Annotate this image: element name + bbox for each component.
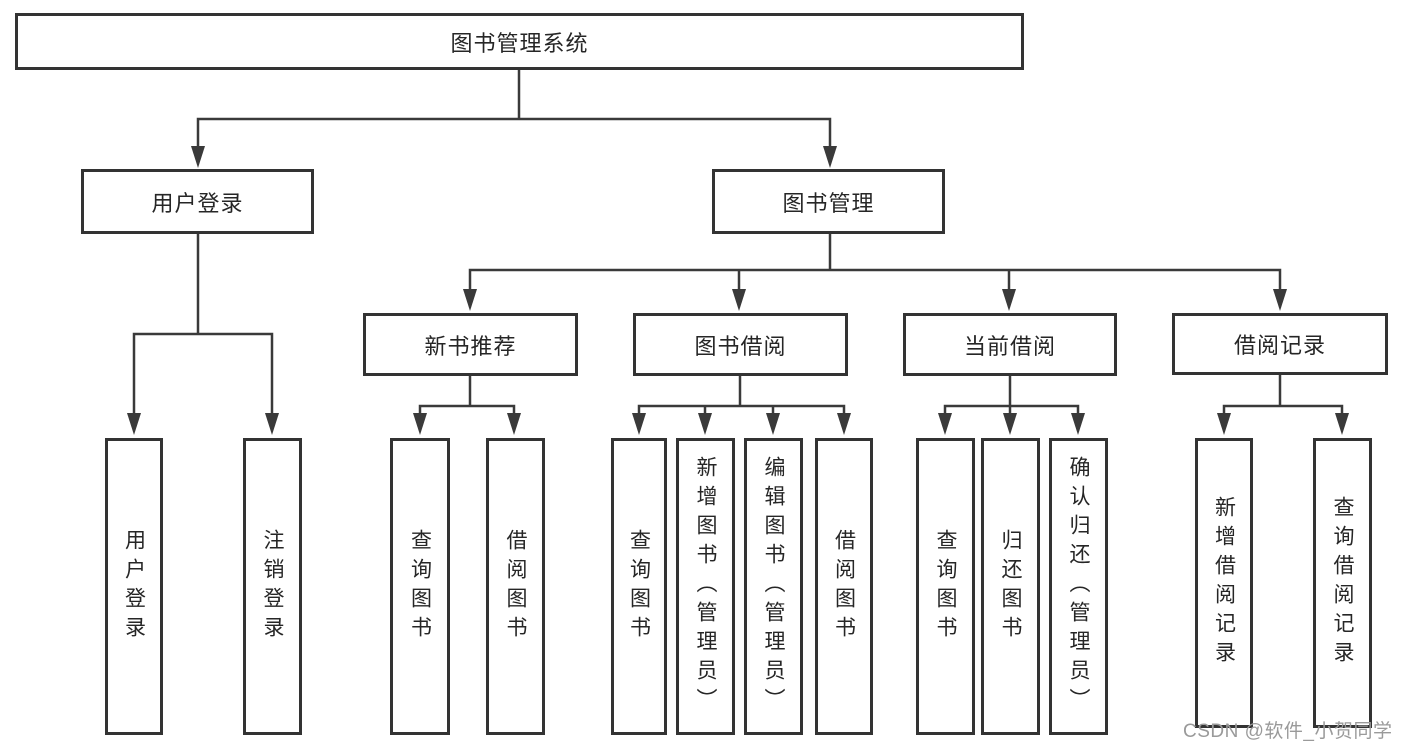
node-leaf-current-confirm-return: 确认归还（管理员） (1049, 438, 1108, 735)
connector-level2-bus (196, 117, 832, 152)
node-leaf-borrow-add-books: 新增图书（管理员） (676, 438, 735, 735)
node-current-borrowing: 当前借阅 (903, 313, 1117, 376)
node-leaf-current-query-books: 查询图书 (916, 438, 975, 735)
connector-current-bus (943, 404, 1080, 422)
connector-recommend-bus (418, 404, 516, 422)
node-leaf-recommend-borrow-books: 借阅图书 (486, 438, 545, 735)
connector-level3-bus (468, 268, 1282, 296)
node-book-management-label: 图书管理 (782, 190, 875, 216)
node-leaf-logout: 注销登录 (243, 438, 302, 735)
node-book-management: 图书管理 (712, 169, 945, 234)
connector-records-bus (1222, 404, 1344, 422)
node-leaf-records-query-record: 查询借阅记录 (1313, 438, 1372, 728)
connector-borrowing-bus (637, 404, 846, 422)
node-new-book-recommend: 新书推荐 (363, 313, 578, 376)
node-leaf-borrow-edit-books: 编辑图书（管理员） (744, 438, 803, 735)
node-leaf-borrow-query-books: 查询图书 (611, 438, 667, 735)
node-root-system: 图书管理系统 (15, 13, 1024, 70)
node-user-login-label: 用户登录 (151, 190, 244, 216)
node-book-borrowing: 图书借阅 (633, 313, 848, 376)
node-new-book-recommend-label: 新书推荐 (424, 333, 517, 359)
node-leaf-borrow-borrow-books: 借阅图书 (815, 438, 873, 735)
connector-user-login-bus (132, 332, 274, 421)
node-root-system-label: 图书管理系统 (450, 30, 589, 56)
node-user-login: 用户登录 (81, 169, 314, 234)
node-leaf-records-add-record: 新增借阅记录 (1195, 438, 1253, 728)
node-leaf-user-login: 用户登录 (105, 438, 163, 735)
csdn-watermark: CSDN @软件_小贺同学 (1183, 721, 1393, 742)
node-borrowing-records-label: 借阅记录 (1233, 333, 1326, 358)
node-leaf-current-return-books: 归还图书 (981, 438, 1040, 735)
node-book-borrowing-label: 图书借阅 (694, 333, 787, 359)
node-borrowing-records: 借阅记录 (1172, 313, 1388, 375)
node-current-borrowing-label: 当前借阅 (963, 333, 1056, 359)
node-leaf-recommend-query-books: 查询图书 (390, 438, 450, 735)
